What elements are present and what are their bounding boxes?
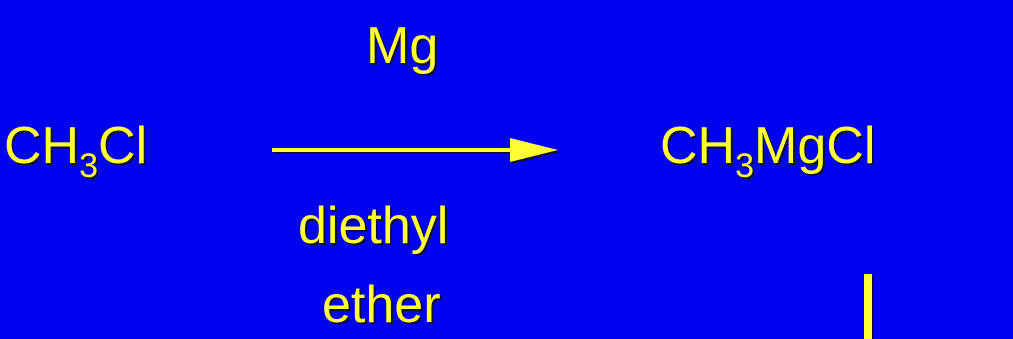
reactant-subscript: 3 [79, 147, 99, 185]
product-subscript: 3 [735, 147, 755, 185]
reagent-label: Mg [366, 17, 439, 75]
product-prefix: CH [660, 117, 736, 175]
solvent-label-line-2: ether [322, 276, 441, 334]
reactant-suffix: Cl [98, 117, 148, 175]
reaction-arrow-icon [272, 138, 560, 164]
product-formula: CH3MgCl [660, 117, 876, 183]
reactant-formula: CH3Cl [4, 117, 148, 183]
product-suffix: MgCl [754, 117, 876, 175]
product-bond-line [864, 274, 872, 339]
reactant-prefix: CH [4, 117, 80, 175]
solvent-label-line-1: diethyl [298, 197, 449, 255]
